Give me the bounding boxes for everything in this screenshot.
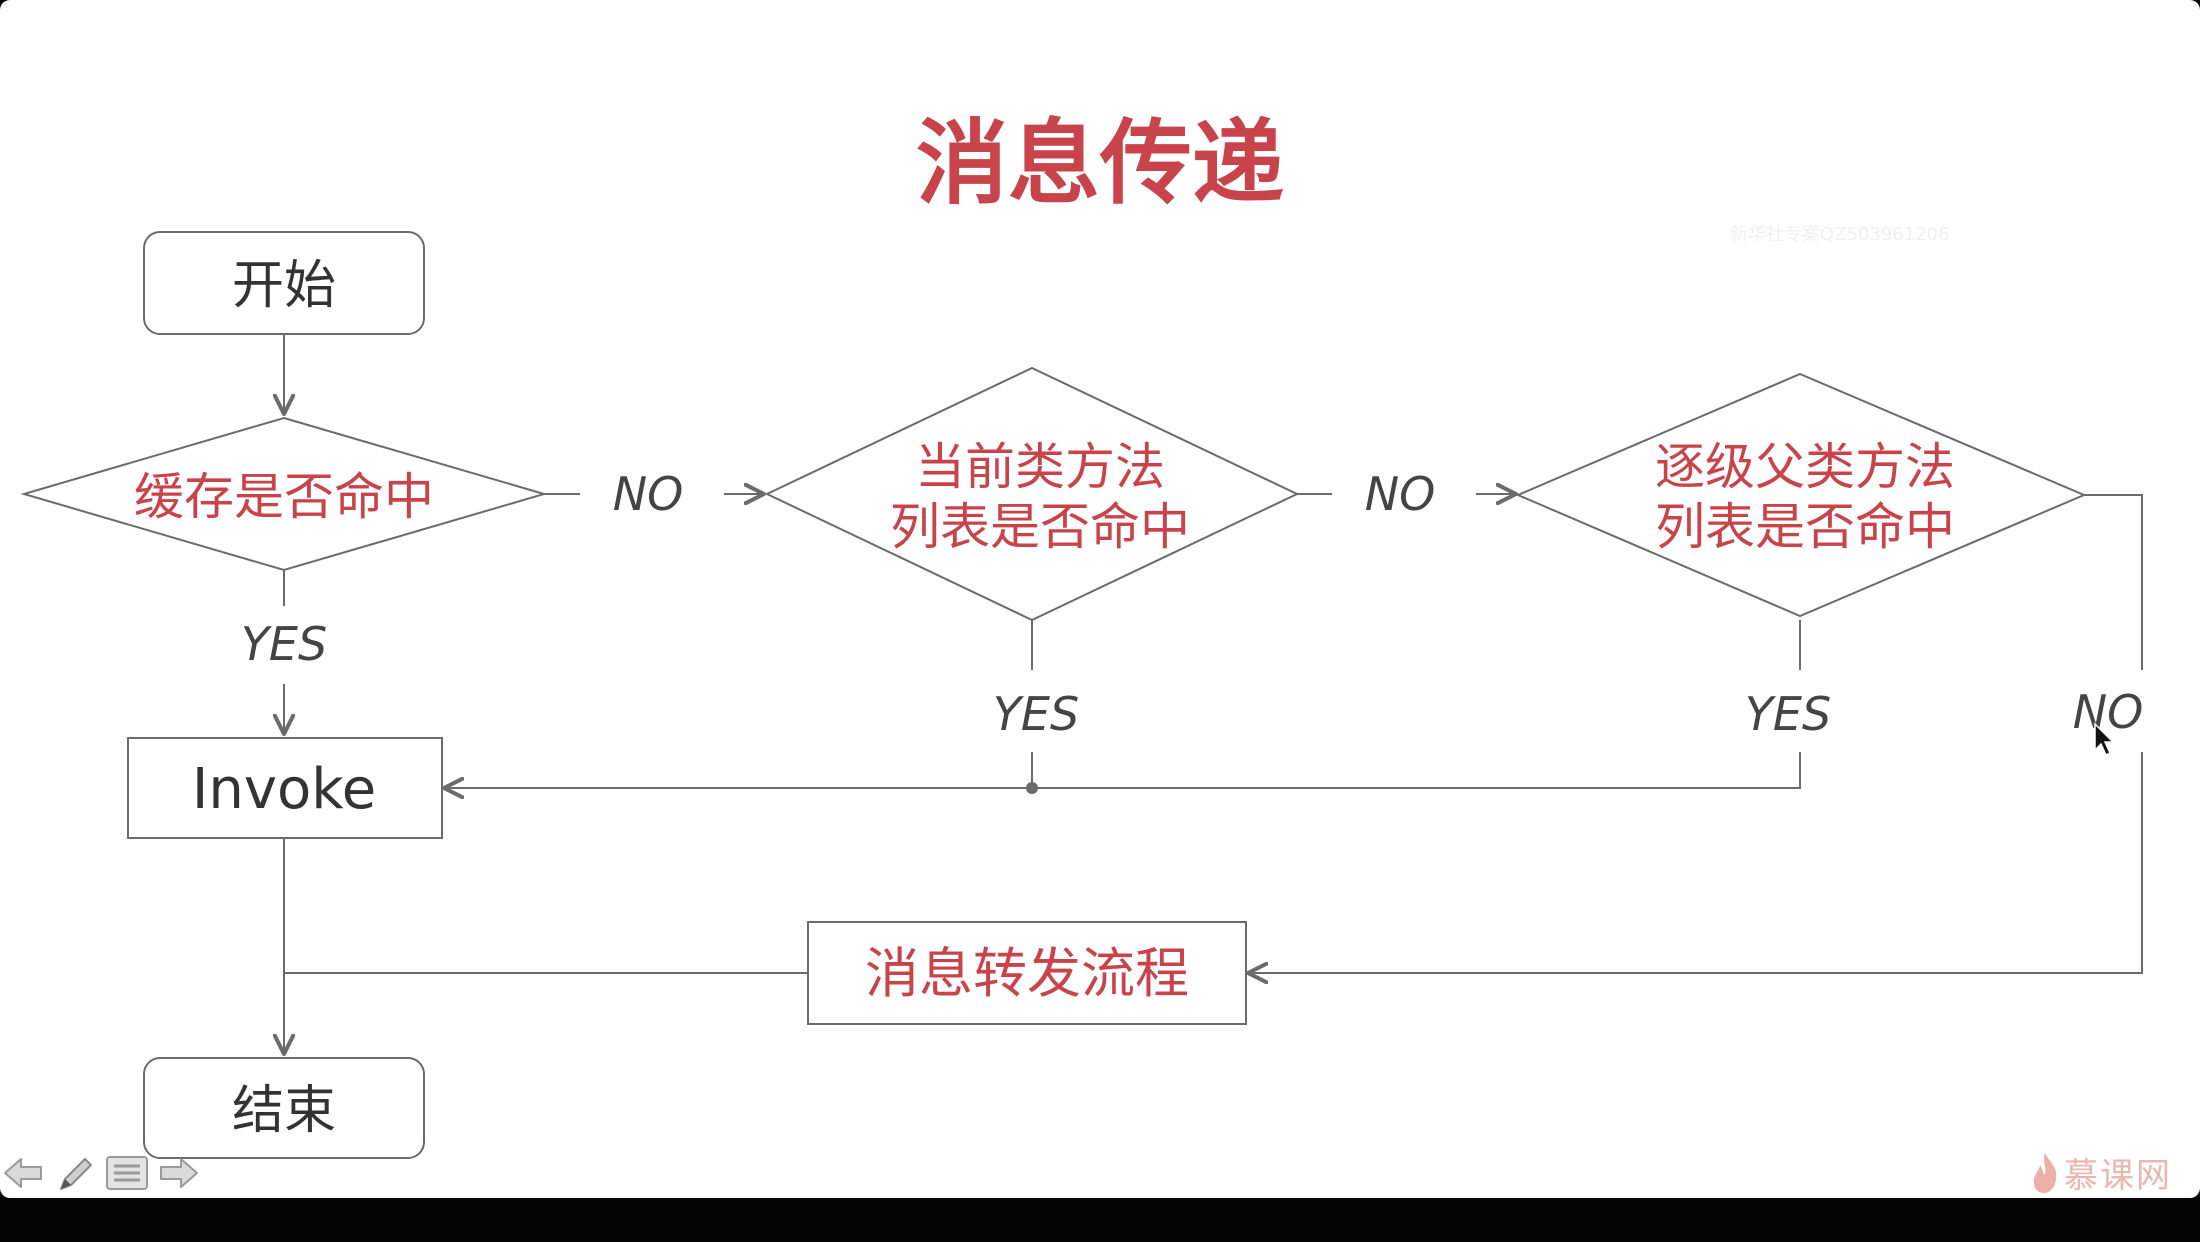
slide-nav-controls bbox=[0, 1150, 202, 1196]
brand-logo: 慕课网 bbox=[2030, 1148, 2172, 1197]
start-node-label: 开始 bbox=[232, 256, 336, 316]
junction-dot bbox=[1026, 782, 1038, 794]
invoke-node bbox=[127, 737, 443, 839]
edge-label-no-2: NO bbox=[1365, 467, 1436, 521]
class-method-label-line2: 列表是否命中 bbox=[890, 498, 1190, 556]
edge-super-no-seg1 bbox=[2084, 494, 2143, 670]
flowchart: 消息传递 bbox=[20, 110, 2144, 1159]
slide: 消息传递 bbox=[0, 0, 2200, 1198]
class-method-label-line1: 当前类方法 bbox=[915, 438, 1165, 496]
class-method-decision bbox=[764, 366, 1300, 622]
next-arrow-icon bbox=[160, 1158, 198, 1188]
bottom-bar bbox=[0, 1198, 2200, 1242]
page-title: 消息传递 bbox=[916, 110, 1284, 217]
watermark: 新华社专案QZ503961206 bbox=[1730, 224, 1950, 245]
brand-logo-text: 慕课网 bbox=[2064, 1156, 2172, 1196]
forwarding-node bbox=[807, 921, 1247, 1025]
super-method-label-line2: 列表是否命中 bbox=[1655, 498, 1955, 556]
end-node bbox=[143, 1057, 425, 1159]
edge-label-yes-2: YES bbox=[993, 687, 1079, 741]
edge-label-yes-1: YES bbox=[241, 617, 327, 671]
start-node bbox=[143, 231, 425, 335]
menu-icon bbox=[106, 1156, 148, 1190]
pen-tool-button[interactable] bbox=[52, 1150, 98, 1196]
flame-icon bbox=[2033, 1152, 2057, 1193]
edge-label-no-1: NO bbox=[613, 467, 684, 521]
next-slide-button[interactable] bbox=[156, 1150, 202, 1196]
end-node-label: 结束 bbox=[232, 1081, 336, 1141]
edge-super-no-seg2 bbox=[1248, 752, 2143, 973]
super-method-label-line1: 逐级父类方法 bbox=[1655, 438, 1955, 496]
invoke-node-label: Invoke bbox=[192, 757, 376, 822]
mouse-cursor-icon bbox=[2094, 722, 2115, 757]
edge-label-no-3: NO bbox=[2073, 685, 2144, 739]
pen-icon bbox=[60, 1158, 92, 1190]
prev-arrow-icon bbox=[4, 1158, 42, 1188]
cache-hit-decision bbox=[20, 416, 548, 572]
prev-slide-button[interactable] bbox=[0, 1150, 46, 1196]
edge-super-yes-seg2 bbox=[444, 752, 1801, 788]
super-method-decision bbox=[1515, 372, 2087, 618]
cache-hit-label: 缓存是否命中 bbox=[134, 468, 434, 526]
forwarding-node-label: 消息转发流程 bbox=[865, 942, 1189, 1005]
menu-button[interactable] bbox=[104, 1150, 150, 1196]
edge-label-yes-3: YES bbox=[1745, 687, 1831, 741]
